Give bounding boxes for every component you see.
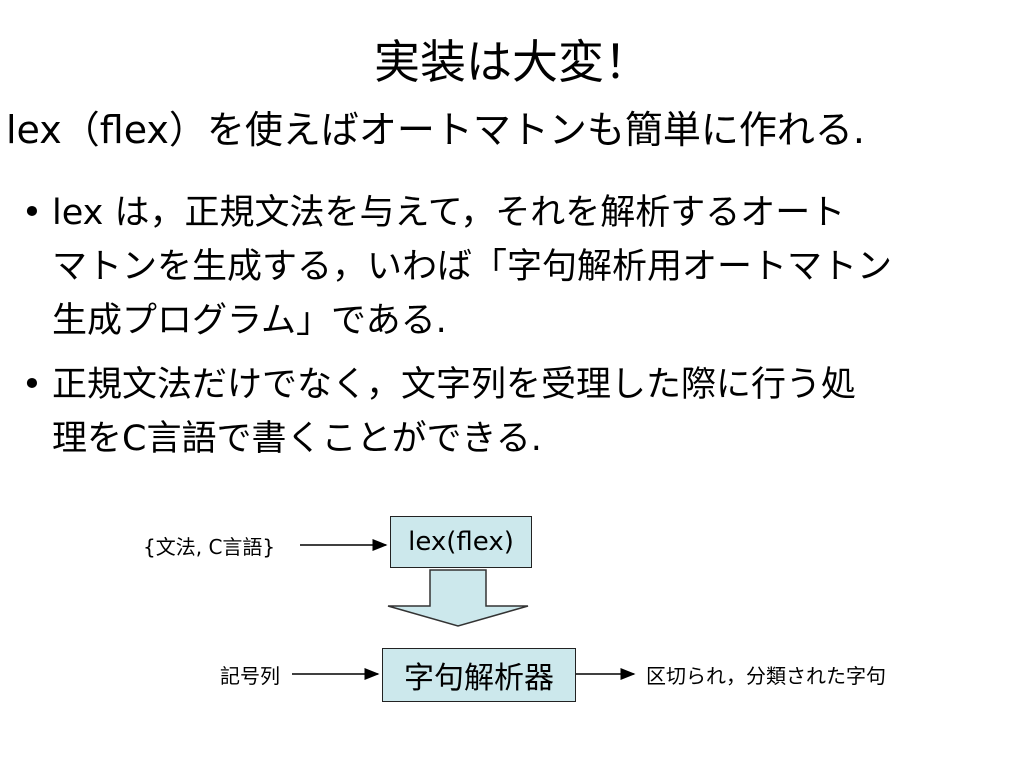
block-arrow-down xyxy=(387,569,529,627)
lex-box-label: lex(flex) xyxy=(408,527,514,557)
bullet-list: • lex は，正規文法を与えて，それを解析するオート マトンを生成する，いわば… xyxy=(12,186,1012,476)
slide-subtitle: lex（flex）を使えばオートマトンも簡単に作れる. xyxy=(6,108,865,152)
bullet-text-line: 生成プログラム」である. xyxy=(52,301,447,341)
bullet-item: • 正規文法だけでなく，文字列を受理した際に行う処 理をC言語で書くことができる… xyxy=(12,358,1012,466)
lexer-input-label: 記号列 xyxy=(220,664,280,688)
bullet-text-line: lex は，正規文法を与えて，それを解析するオート xyxy=(52,193,846,233)
bullet-marker: • xyxy=(21,193,43,233)
slide-title: 実装は大変！ xyxy=(374,35,650,89)
bullet-text-line: マトンを生成する，いわば「字句解析用オートマトン xyxy=(52,247,893,287)
bullet-text-line: 理をC言語で書くことができる. xyxy=(52,419,542,459)
lexer-box: 字句解析器 xyxy=(382,648,576,702)
lex-input-label: {文法, C言語} xyxy=(143,535,276,559)
bullet-text-line: 正規文法だけでなく，文字列を受理した際に行う処 xyxy=(52,365,856,405)
lexer-box-label: 字句解析器 xyxy=(404,661,554,696)
bullet-marker: • xyxy=(21,365,43,405)
lex-box: lex(flex) xyxy=(390,516,532,568)
lexer-output-label: 区切られ，分類された字句 xyxy=(646,664,886,688)
bullet-item: • lex は，正規文法を与えて，それを解析するオート マトンを生成する，いわば… xyxy=(12,186,1012,348)
